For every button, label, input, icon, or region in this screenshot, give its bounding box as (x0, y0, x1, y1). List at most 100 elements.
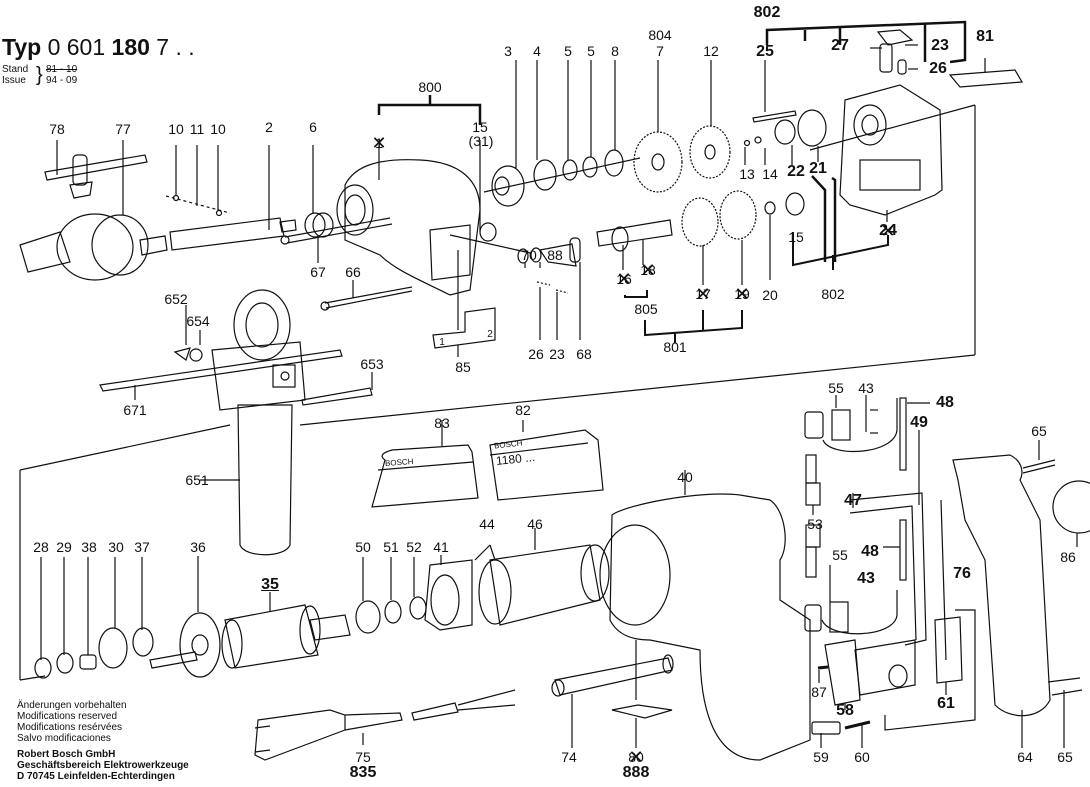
callout-83: 83 (434, 415, 450, 431)
type-number-prefix: 0 601 (47, 34, 106, 60)
callout-43: 43 (858, 380, 874, 396)
callout-801: 801 (663, 339, 687, 355)
spring-6-drawing (304, 145, 334, 238)
callout-65: 65 (1031, 423, 1047, 439)
note-de: Änderungen vorbehalten (17, 700, 127, 711)
callout-38: 38 (81, 539, 97, 555)
callout-66: 66 (345, 264, 361, 280)
selector-lever-27-drawing (870, 29, 918, 75)
bearings-28-to-52-drawing (34, 557, 427, 679)
bearing-flange-24-drawing (839, 84, 943, 222)
callout-61: 61 (937, 695, 955, 712)
stand-value: 81 - 10 (46, 64, 78, 75)
handle-shell-64-drawing (952, 440, 1090, 748)
gears-7-12-drawing (633, 125, 731, 193)
pin-25-drawing (752, 20, 967, 123)
callout-75: 75 (355, 749, 371, 765)
stand-issue-block: Stand Issue } 81 - 10 94 - 09 (2, 64, 77, 86)
callout-27: 27 (831, 37, 849, 54)
callout-17-crossed: 17 (695, 287, 711, 301)
callout-88: 88 (547, 247, 563, 263)
brush-ring-41-drawing (424, 555, 473, 631)
switch-58-drawing (811, 609, 976, 748)
callout-14: 14 (762, 166, 778, 182)
callout-50: 50 (355, 539, 371, 555)
callout-65: 65 (1057, 749, 1073, 765)
screw-66-drawing (320, 280, 413, 311)
type-label: Typ (2, 34, 42, 60)
callout-16-crossed: 16 (616, 272, 632, 286)
callout-31: (31) (468, 133, 494, 149)
callout-44: 44 (479, 516, 495, 532)
callout-85: 85 (455, 359, 471, 375)
callout-19-crossed: 19 (734, 287, 750, 301)
callout-804: 804 (648, 27, 672, 43)
company-name: Robert Bosch GmbH (17, 749, 116, 760)
side-handle-drawing (99, 289, 373, 556)
callout-80-crossed: 80 (628, 750, 644, 764)
callout-60: 60 (854, 749, 870, 765)
callout-4: 4 (533, 43, 541, 59)
field-stator-46-drawing (474, 528, 610, 626)
callout-35: 35 (261, 576, 279, 593)
callout-20: 20 (762, 287, 778, 303)
callout-1-crossed: 1 (375, 136, 383, 150)
gear-housing-drawing (336, 95, 482, 296)
callout-74: 74 (561, 749, 577, 765)
callout-6: 6 (309, 119, 317, 135)
callout-67: 67 (310, 264, 326, 280)
callout-82: 82 (515, 402, 531, 418)
callout-77: 77 (115, 121, 131, 137)
screw-67-drawing (280, 217, 393, 263)
callout-800: 800 (418, 79, 442, 95)
switch-plate-position-1: 1 (439, 337, 445, 348)
callout-671: 671 (123, 402, 147, 418)
callout-29: 29 (56, 539, 72, 555)
type-number-suffix: 7 . . (156, 34, 195, 60)
callout-805: 805 (634, 301, 658, 317)
callout-55: 55 (832, 547, 848, 563)
armature-35-drawing (149, 556, 351, 678)
issue-label: Issue (2, 75, 26, 86)
type-number-title: Typ 0 601 180 7 . . (2, 34, 195, 61)
callout-53: 53 (807, 516, 823, 532)
callout-70: 70 (521, 247, 537, 263)
nameplates-drawing (371, 420, 604, 508)
gears-axis (651, 60, 716, 171)
power-cord-75-drawing (254, 689, 516, 761)
callout-13: 13 (739, 166, 755, 182)
callout-835: 835 (349, 764, 377, 781)
company-block: Robert Bosch GmbH Geschäftsbereich Elekt… (17, 749, 189, 782)
callout-28: 28 (33, 539, 49, 555)
callout-47: 47 (844, 492, 862, 509)
callout-802: 802 (821, 286, 845, 302)
callout-26: 26 (528, 346, 544, 362)
note-fr: Modifications resérvées (17, 722, 123, 733)
callout-48: 48 (936, 394, 954, 411)
callout-76: 76 (953, 565, 971, 582)
callout-12: 12 (703, 43, 719, 59)
callout-3: 3 (504, 43, 512, 59)
brush-holders-drawing (804, 395, 947, 661)
callout-652: 652 (164, 291, 188, 307)
switch-plate-85-drawing (432, 250, 496, 357)
callout-22: 22 (787, 163, 805, 180)
note-es: Salvo modificaciones (17, 733, 111, 744)
callout-26: 26 (929, 60, 947, 77)
bearing-and-rings-drawing (479, 60, 641, 242)
callout-10: 10 (210, 121, 226, 137)
small-parts-13-14-22-21 (743, 109, 837, 262)
callout-8: 8 (611, 43, 619, 59)
switch-plate-position-2: 2 (487, 329, 493, 340)
callout-11: 11 (189, 121, 205, 137)
callout-653: 653 (360, 356, 384, 372)
brace-icon: } (36, 64, 43, 86)
type-number-main: 180 (111, 34, 150, 60)
callout-10: 10 (168, 121, 184, 137)
callout-5: 5 (564, 43, 572, 59)
callout-68: 68 (576, 346, 592, 362)
callout-81: 81 (976, 28, 994, 45)
callout-802: 802 (753, 4, 781, 21)
callout-15: 15 (788, 229, 804, 245)
